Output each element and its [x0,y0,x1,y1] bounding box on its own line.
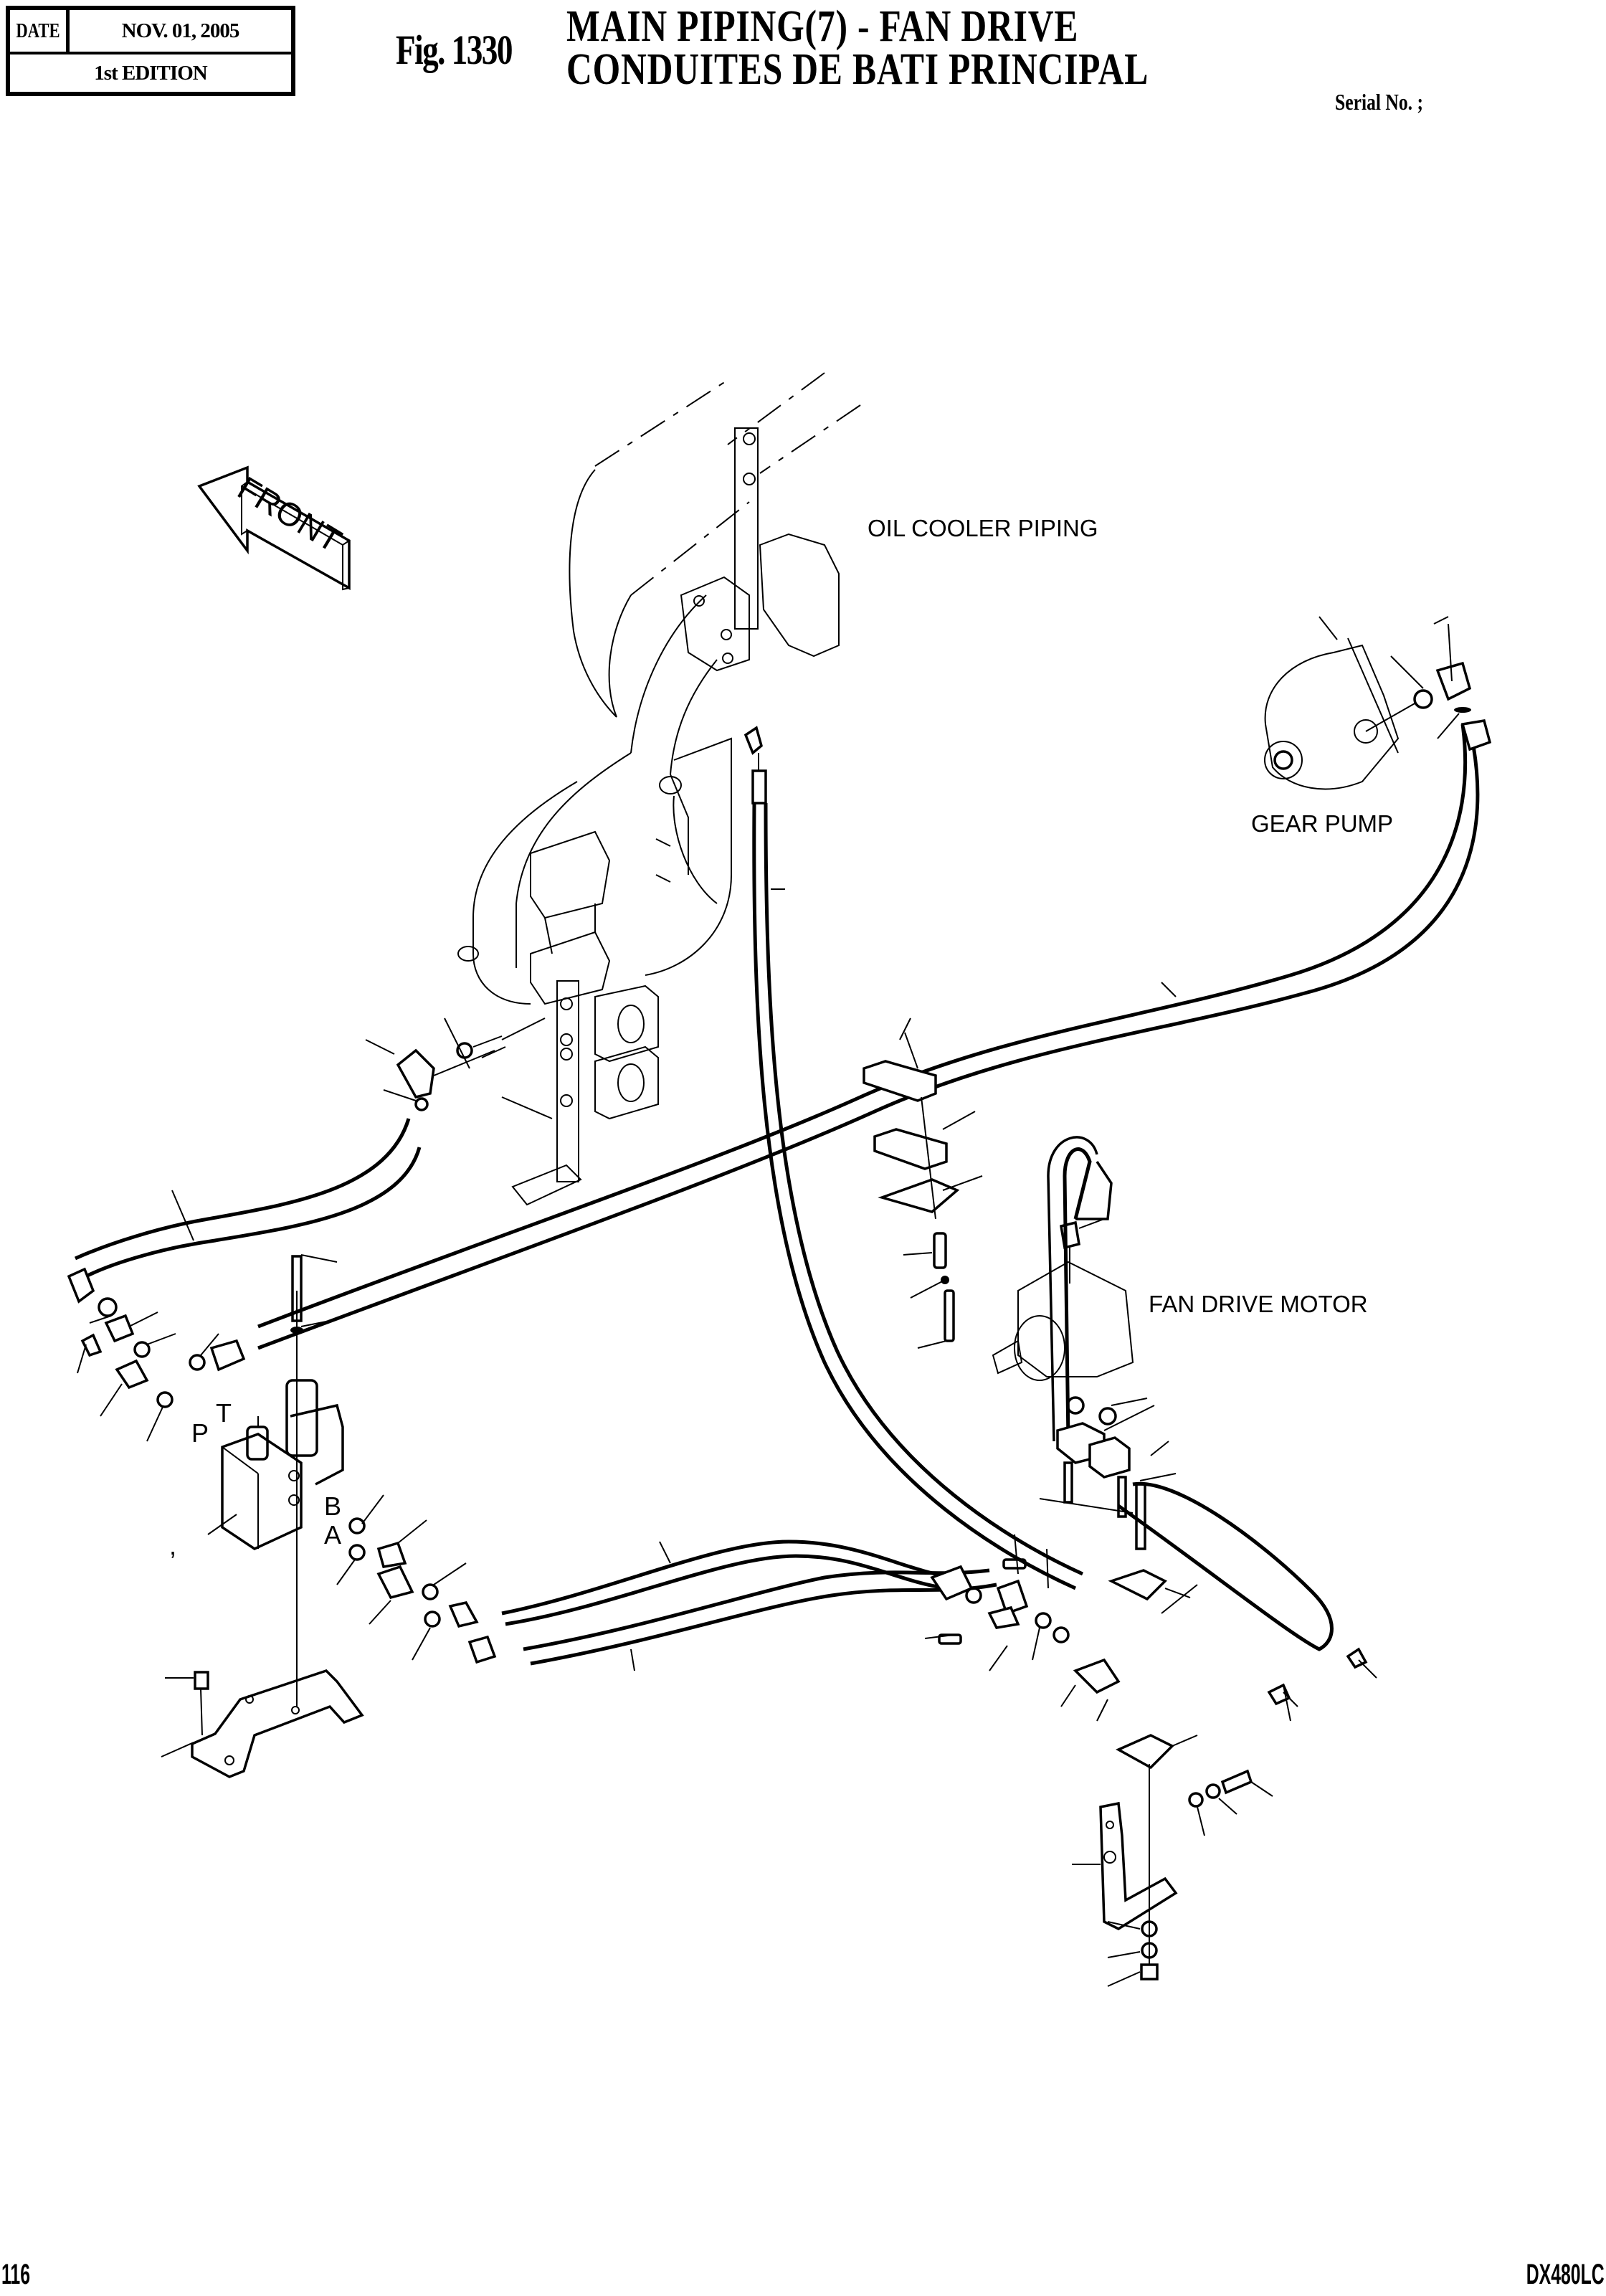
port-label-b: B [324,1491,342,1521]
hose-lines [74,724,1480,1666]
page-title-en: MAIN PIPING(7) - FAN DRIVE [566,2,1079,51]
stray-mark: , [169,1531,177,1560]
fan-drive-motor-icon [992,1161,1174,1770]
elbow-fitting-upper [743,726,767,805]
figure-number: Fig. 1330 [396,27,513,73]
control-valve-block [221,1255,344,1707]
label-gear-pump: GEAR PUMP [1251,810,1394,837]
page-number: 116 [1,2259,31,2290]
port-label-t: T [216,1398,232,1428]
date-label: DATE [10,10,68,52]
front-arrow-icon [197,465,351,591]
hose-clamp-assembly [863,1032,960,1342]
edition-label: 1st EDITION [94,61,207,85]
mounting-bracket-left [191,1669,364,1778]
page-title-fr: CONDUITES DE BATI PRINCIPAL [566,45,1149,94]
port-label-a: A [324,1520,342,1550]
front-arrow-label: FRONT [232,469,348,559]
leader-lines [77,616,1449,1987]
date-row: DATE NOV. 01, 2005 [10,10,291,54]
date-value: NOV. 01, 2005 [67,10,291,52]
label-fan-drive-motor: FAN DRIVE MOTOR [1149,1291,1368,1317]
port-fittings [348,1517,497,1664]
mounting-bracket-right [1099,1764,1253,1980]
edition-info-box: DATE NOV. 01, 2005 1st EDITION [6,6,295,96]
left-fittings [67,1267,246,1408]
port-label-p: P [191,1418,209,1448]
gear-pump-icon [1264,623,1492,790]
motor-port-fittings [930,1558,1368,1706]
label-oil-cooler-piping: OIL COOLER PIPING [868,515,1098,541]
model-name: DX480LC [1526,2259,1605,2290]
oil-cooler-piping [396,372,861,1206]
serial-number: Serial No. ; [1335,89,1423,115]
